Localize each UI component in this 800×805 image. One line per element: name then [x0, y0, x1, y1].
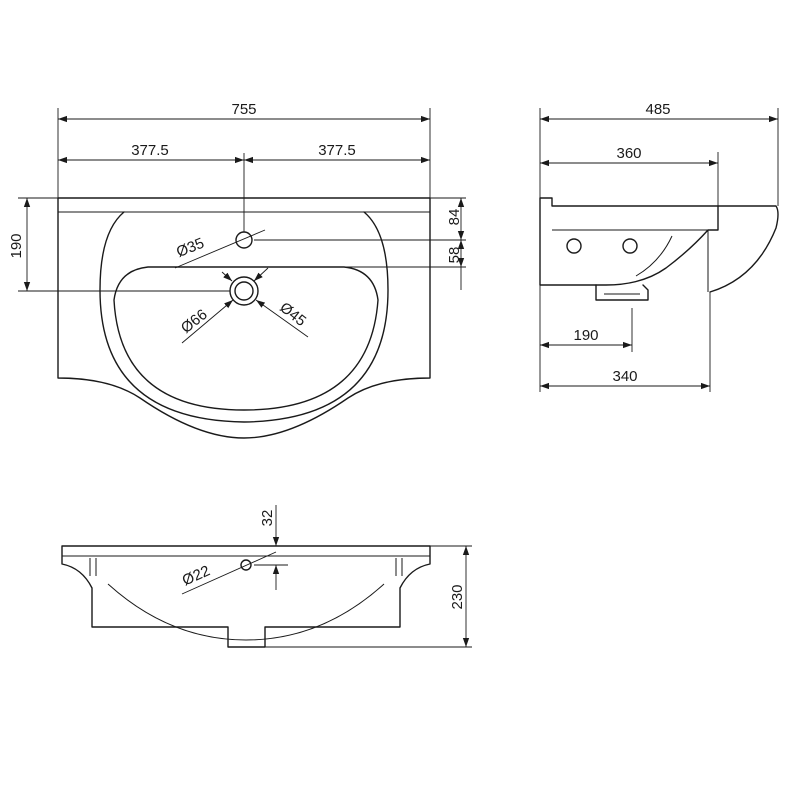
leader-tap-hole — [174, 229, 266, 269]
top-view: 755 377.5 377.5 190 84 58 Ø35 Ø66 Ø45 — [8, 101, 466, 439]
label-side-top: 360 — [616, 145, 641, 162]
label-side-bowl: 340 — [612, 368, 637, 385]
front-view-outline — [61, 545, 431, 648]
side-view-waste-outlet — [595, 284, 649, 301]
bowl-inner — [113, 266, 379, 411]
front-view: 32 Ø22 230 — [61, 505, 472, 648]
waste-inner-ring — [234, 281, 254, 301]
label-waste-offset: 58 — [446, 247, 463, 264]
side-fixing-hole-right — [622, 238, 638, 254]
leader-waste-outer — [181, 299, 234, 344]
leader-overflow — [181, 551, 277, 595]
label-side-overall: 485 — [645, 101, 670, 118]
side-view-front-curve — [709, 205, 779, 293]
side-fixing-hole-left — [566, 238, 582, 254]
label-rim: 32 — [259, 510, 276, 527]
label-half-left: 377.5 — [131, 142, 169, 159]
overflow-hole — [240, 559, 252, 571]
bowl-edge — [99, 211, 389, 423]
label-overflow: Ø22 — [180, 562, 213, 589]
label-side-waste: 190 — [573, 327, 598, 344]
leader-waste-inner — [255, 299, 309, 338]
label-half-right: 377.5 — [318, 142, 356, 159]
label-height: 230 — [449, 584, 466, 609]
label-overall-width: 755 — [231, 101, 256, 118]
waste-outer-ring — [229, 276, 259, 306]
side-view-body — [539, 197, 719, 286]
side-view: 485 360 190 340 — [539, 101, 779, 392]
top-view-outline — [57, 197, 431, 439]
label-waste-inner: Ø45 — [276, 299, 309, 330]
label-depth: 190 — [8, 233, 25, 258]
label-tap-offset: 84 — [446, 209, 463, 226]
tap-hole — [235, 231, 253, 249]
side-view-bowl-curve — [635, 235, 673, 277]
leader-waste-inner-tip — [253, 267, 269, 282]
front-view-bowl-curve — [107, 583, 385, 641]
leader-waste-outer-tip — [221, 271, 233, 282]
